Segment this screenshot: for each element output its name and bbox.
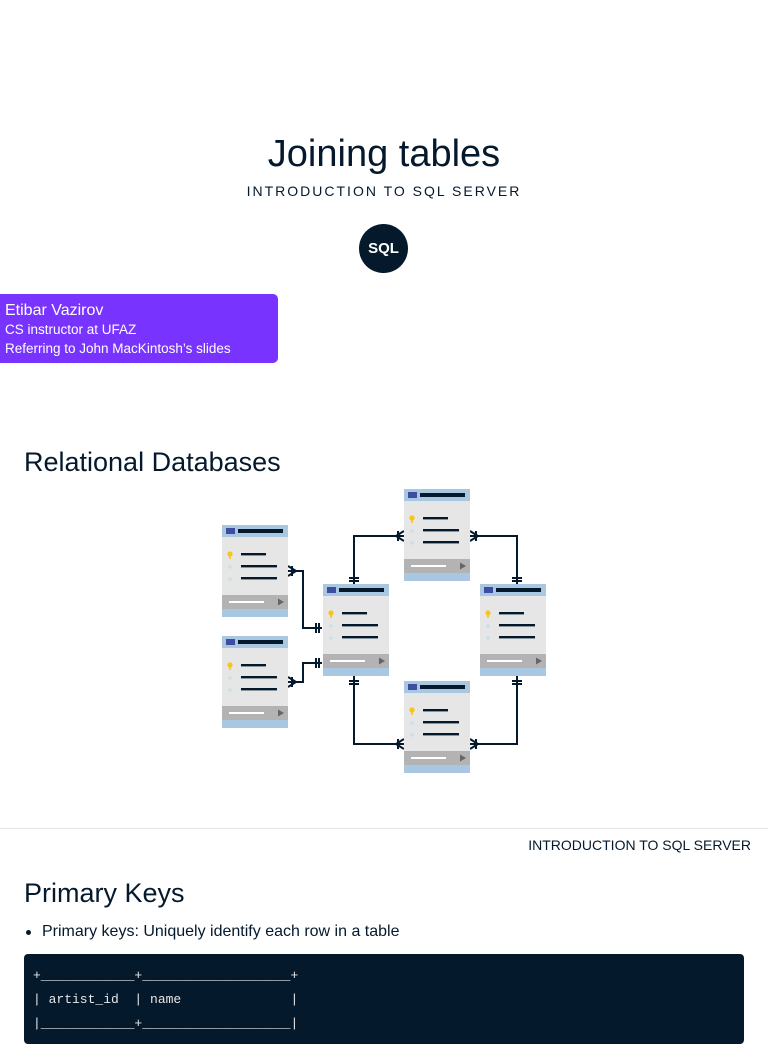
sql-logo-icon: SQL [359,224,408,273]
table-icon [222,525,288,617]
primary-keys-slide: Primary Keys Primary keys: Uniquely iden… [0,860,768,1044]
bullet-text: Primary keys: Uniquely identify each row… [42,923,400,940]
table-icon [323,584,389,676]
table-icon [404,489,470,581]
relational-databases-slide: Relational Databases [0,420,768,828]
code-line: +____________+___________________+ [33,968,299,983]
author-role: CS instructor at UFAZ [5,322,137,337]
slide-title: Joining tables [267,133,501,175]
table-icon [222,636,288,728]
relationship-lines [287,530,522,750]
table-icon [480,584,546,676]
footer-course-label: INTRODUCTION TO SQL SERVER [528,837,751,853]
title-slide: Joining tables INTRODUCTION TO SQL SERVE… [0,0,768,420]
bullet-item: Primary keys: Uniquely identify each row… [26,923,400,941]
entity-relationship-diagram-icon [222,489,546,773]
code-block: +____________+___________________+ | art… [24,954,744,1044]
code-line: |____________+___________________| [33,1016,299,1031]
slide-heading: Primary Keys [24,878,185,908]
table-icon [404,681,470,773]
slide-divider [0,828,768,829]
author-note: Referring to John MacKintosh’s slides [5,340,231,356]
code-line: | artist_id | name | [33,992,299,1007]
author-name: Etibar Vazirov [5,302,104,319]
slide-heading: Relational Databases [24,447,281,477]
course-subtitle: INTRODUCTION TO SQL SERVER [246,183,522,199]
bullet-dot-icon [26,929,31,935]
logo-text: SQL [368,240,399,257]
author-card: Etibar Vazirov CS instructor at UFAZ Ref… [0,294,278,363]
